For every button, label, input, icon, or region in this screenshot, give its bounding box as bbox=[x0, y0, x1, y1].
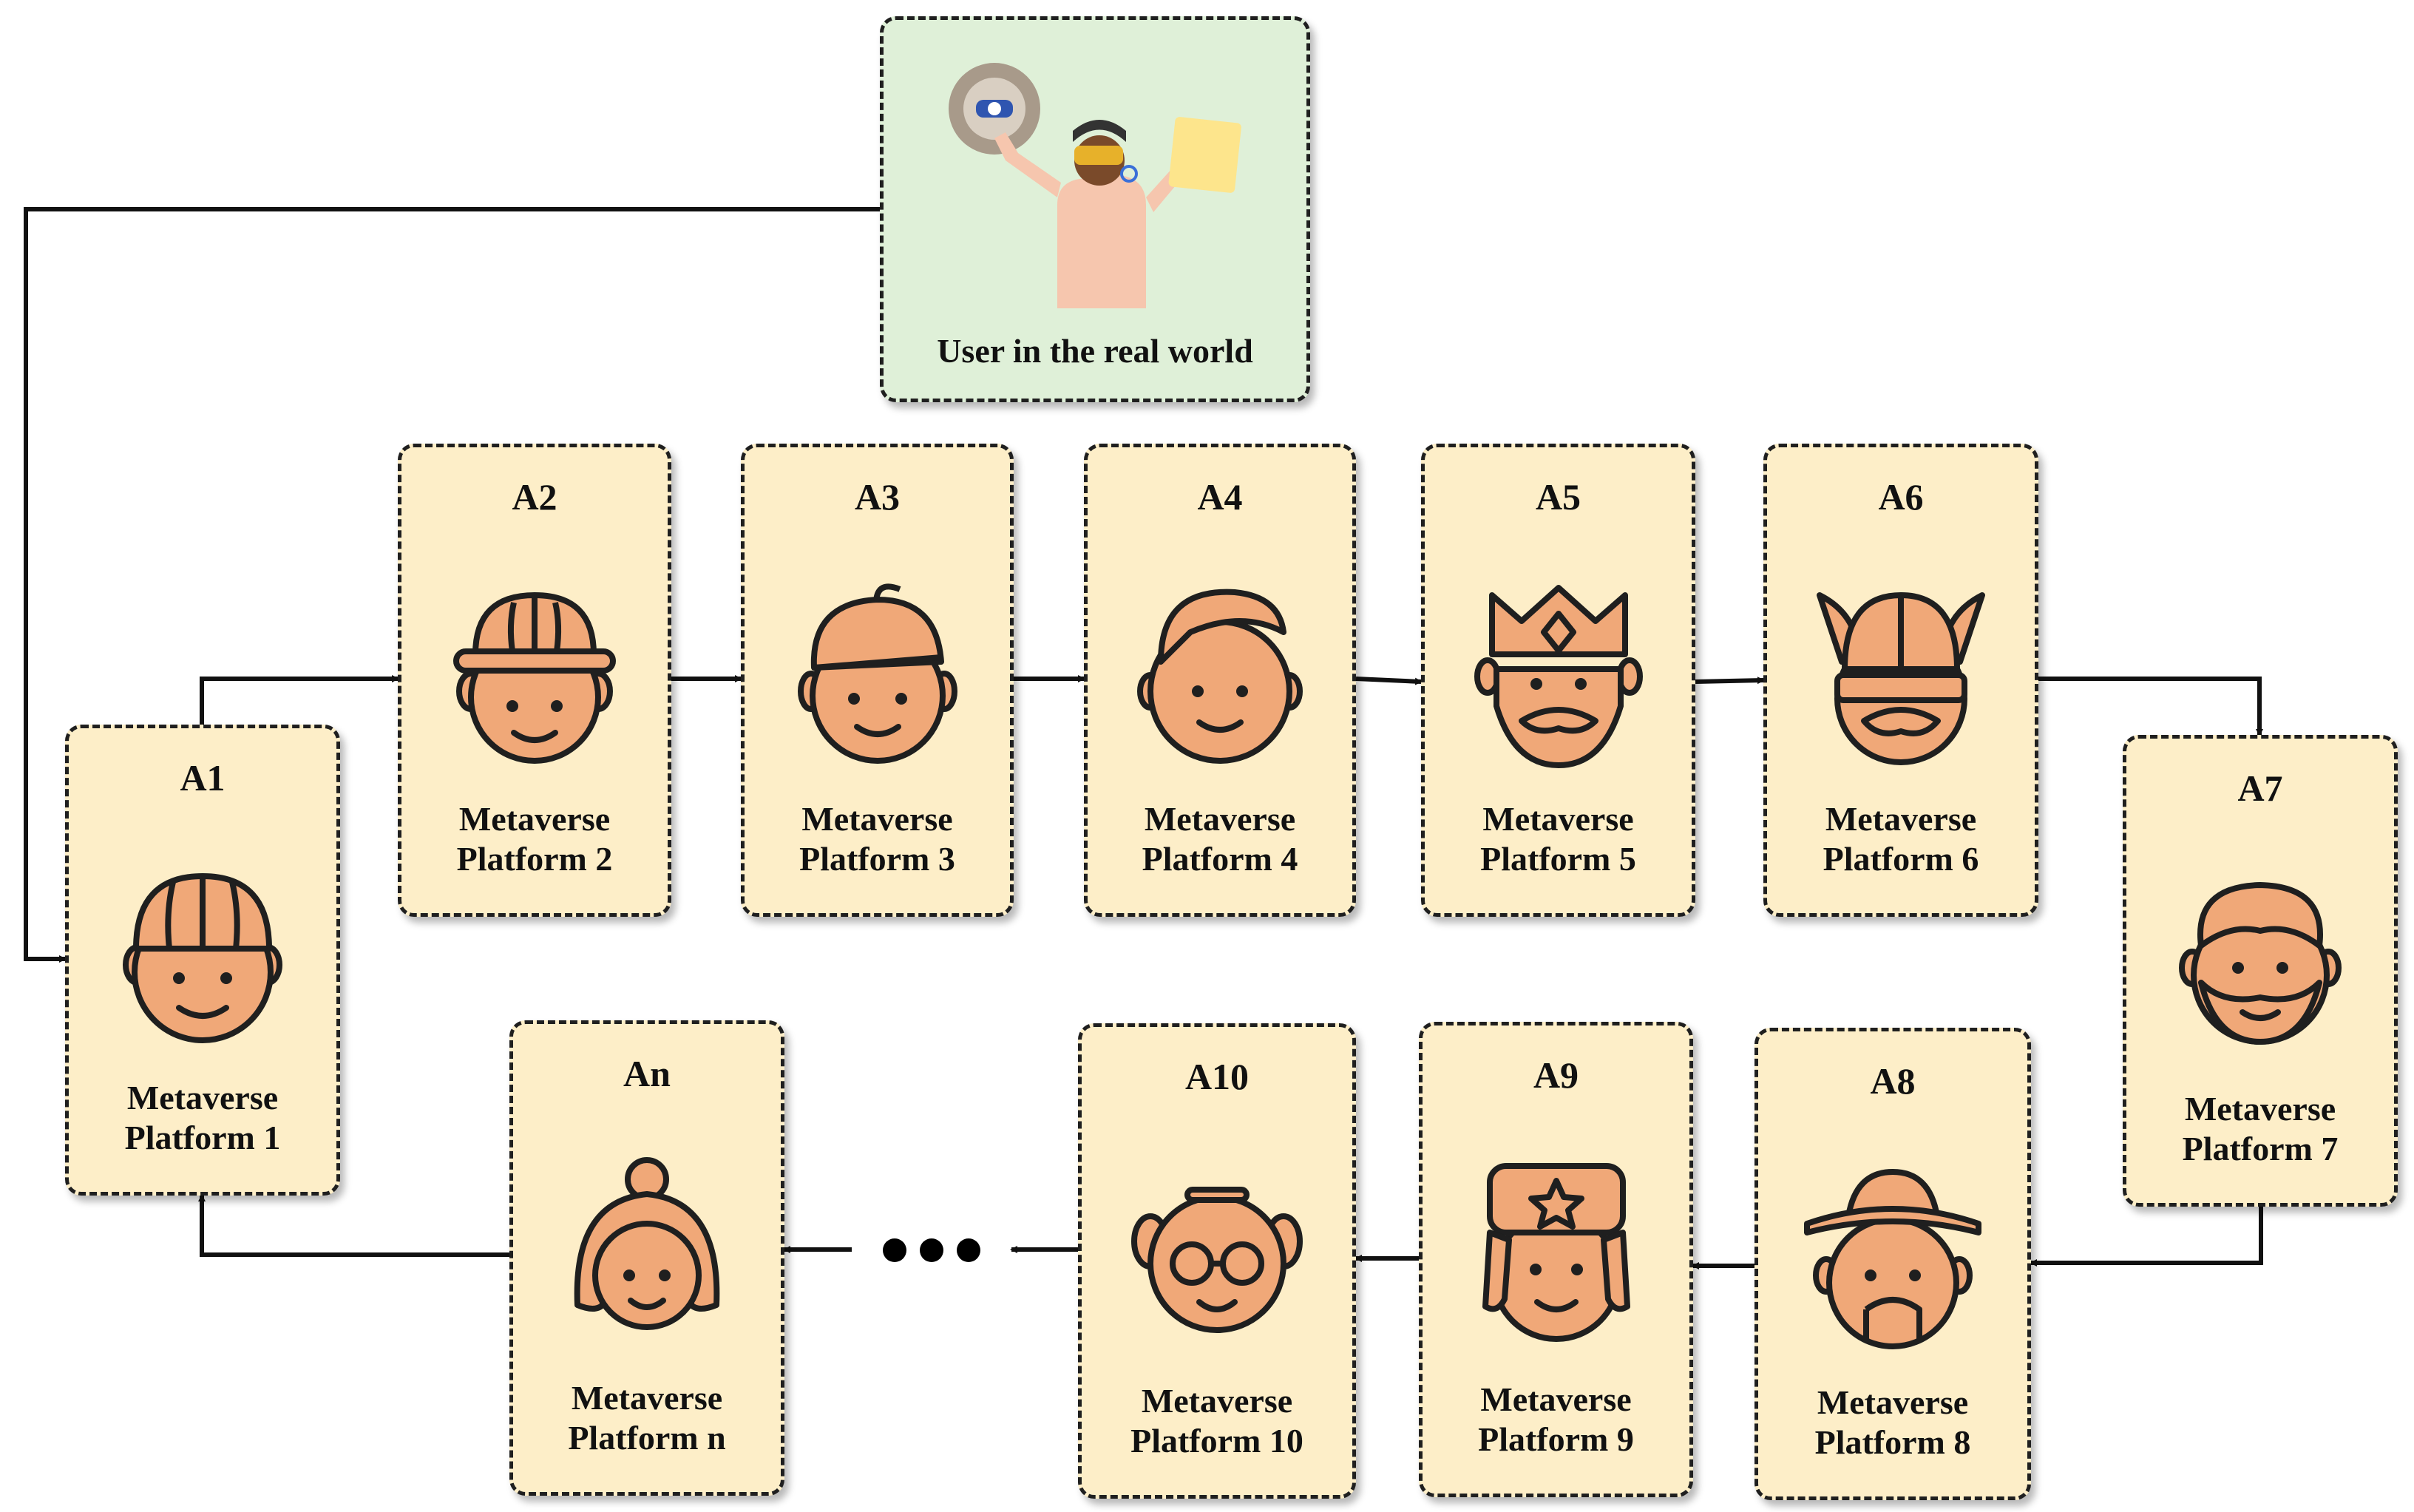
beanie-avatar bbox=[797, 583, 957, 764]
bun-woman-avatar bbox=[574, 1157, 720, 1330]
platform-id: A2 bbox=[512, 476, 557, 518]
king-avatar bbox=[1474, 585, 1643, 768]
platform-id: A4 bbox=[1197, 476, 1243, 518]
boy-cap-avatar bbox=[123, 873, 282, 1043]
user-real-world-box: User in the real world bbox=[880, 16, 1310, 402]
arrow-an-to-a1 bbox=[198, 1194, 509, 1257]
platform-id: A10 bbox=[1184, 1056, 1250, 1097]
ellipsis-dots bbox=[883, 1238, 980, 1262]
viking-avatar bbox=[1817, 592, 1985, 765]
arrow-a4-to-a5 bbox=[1355, 677, 1423, 685]
platform-id: A6 bbox=[1878, 476, 1924, 518]
arrow-a5-to-a6 bbox=[1695, 677, 1765, 685]
glasses-grandpa-avatar bbox=[1131, 1187, 1303, 1333]
hard-hat-avatar bbox=[453, 592, 616, 764]
platform-id: A9 bbox=[1533, 1054, 1579, 1096]
arrow-a6-to-a7 bbox=[2038, 677, 2263, 736]
arrow-a7-to-a8 bbox=[2030, 1207, 2263, 1267]
arrow-user-to-a1 bbox=[24, 207, 880, 963]
platform-id: A7 bbox=[2237, 767, 2283, 809]
arrow-a1-to-a2 bbox=[200, 675, 399, 725]
vr-user-illustration bbox=[949, 63, 1241, 308]
bearded-man-avatar bbox=[2179, 882, 2342, 1045]
sombrero-avatar bbox=[1804, 1169, 1981, 1349]
platform-id: A5 bbox=[1535, 476, 1581, 518]
platform-id: A1 bbox=[180, 757, 226, 799]
ushanka-avatar bbox=[1482, 1163, 1630, 1342]
platform-id: A8 bbox=[1870, 1060, 1916, 1102]
platform-id: An bbox=[623, 1053, 671, 1094]
user-label: User in the real world bbox=[937, 332, 1253, 370]
bald-cap-avatar bbox=[1137, 589, 1303, 764]
platform-id: A3 bbox=[854, 476, 901, 518]
